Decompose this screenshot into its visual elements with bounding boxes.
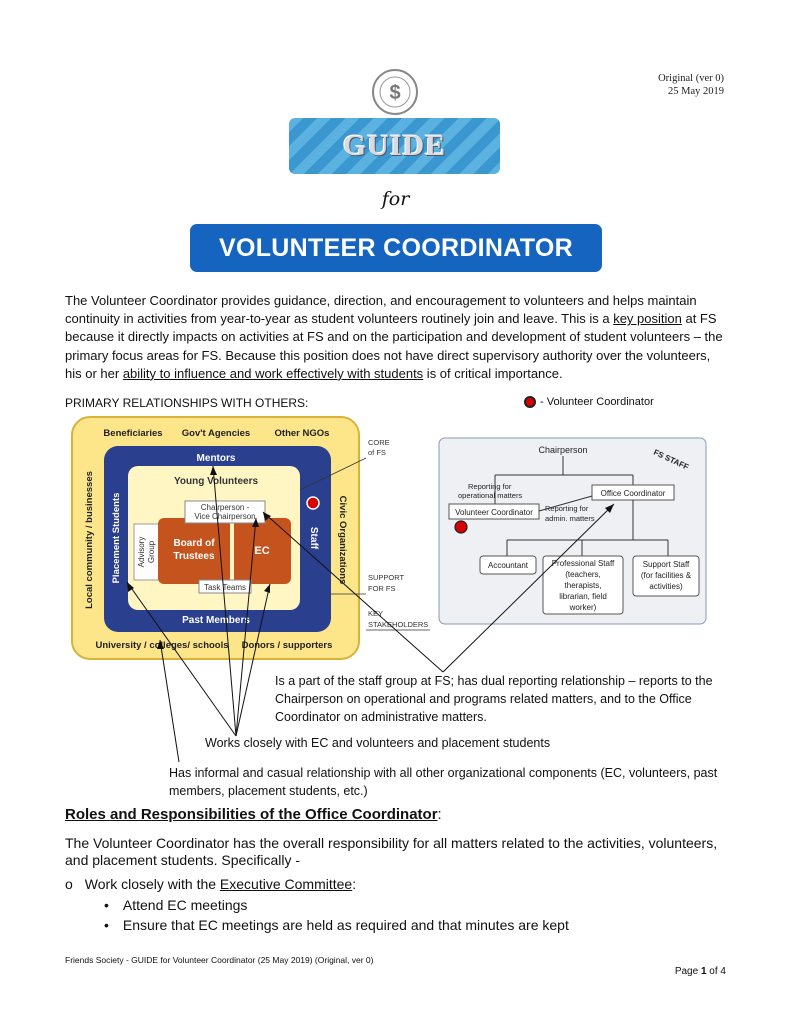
guide-label: GUIDE	[342, 129, 447, 162]
guide-banner: GUIDE	[289, 118, 500, 174]
intro-text-1: The Volunteer Coordinator provides guida…	[65, 293, 697, 327]
chairperson-label: Chairperson -	[201, 503, 250, 512]
sup-2: (for facilities &	[641, 571, 692, 580]
support-label-2: FOR FS	[368, 584, 396, 593]
volunteer-coordinator-marker-icon	[524, 396, 536, 408]
callout-arrowheads	[127, 466, 614, 649]
version-label: Original (ver 0)	[658, 73, 724, 84]
board-label-2: Trustees	[173, 551, 215, 562]
intro-paragraph: The Volunteer Coordinator provides guida…	[65, 292, 727, 383]
advisory-box	[133, 523, 163, 581]
chairperson-box	[184, 500, 266, 524]
task-teams-box	[198, 579, 252, 594]
org-volunteer-coordinator-dot	[306, 496, 320, 510]
outer-top-2: Gov't Agencies	[182, 428, 250, 439]
bullet-text: Ensure that EC meetings are held as requ…	[122, 917, 569, 933]
task-teams-label: Task Teams	[204, 583, 246, 592]
sub-item: o Work closely with the Executive Commit…	[65, 876, 356, 892]
core-label-1: CORE	[368, 438, 390, 447]
board-label-1: Board of	[173, 538, 215, 549]
page-prefix: Page	[674, 966, 701, 977]
legend: - Volunteer Coordinator	[524, 396, 654, 408]
bullet-icon: •	[104, 897, 109, 913]
vice-label: Vice Chairperson	[194, 512, 255, 521]
executive-committee-link: Executive Committee	[219, 876, 353, 892]
roles-paragraph: The Volunteer Coordinator has the overal…	[65, 835, 718, 868]
page-num: 1	[700, 966, 707, 977]
prof-4: librarian, field	[559, 592, 607, 601]
core-label-2: of FS	[368, 448, 386, 457]
bullet-item: • Attend EC meetings	[104, 897, 247, 913]
circle-bullet-icon: o	[65, 876, 73, 892]
past-members-label: Past Members	[182, 615, 250, 626]
staff-label: Staff	[308, 527, 319, 550]
oc-label: Office Coordinator	[601, 489, 666, 498]
support-staff-box	[632, 555, 700, 597]
placement-label: Placement Students	[111, 493, 122, 584]
staff-chairperson-label: Chairperson	[538, 445, 587, 455]
sup-3: activities)	[649, 582, 683, 591]
young-volunteers-label: Young Volunteers	[174, 476, 259, 487]
callout-arrows	[126, 465, 615, 763]
title-banner: VOLUNTEER COORDINATOR	[190, 224, 602, 272]
key-label-1: KEY	[368, 609, 383, 618]
reporting-admin-2: admin. matters	[545, 514, 595, 523]
support-label-1: SUPPORT	[368, 573, 405, 582]
for-label: for	[381, 188, 410, 210]
sup-1: Support Staff	[643, 560, 690, 569]
ability-text: ability to influence and work effectivel…	[122, 365, 424, 381]
page-title: VOLUNTEER COORDINATOR	[219, 233, 573, 262]
ec-box	[234, 518, 291, 584]
roles-heading-text: Roles and Responsibilities of the Office…	[65, 806, 438, 823]
accountant-label: Accountant	[488, 561, 529, 570]
board-box	[158, 518, 230, 584]
outer-top-1: Beneficiaries	[103, 428, 162, 439]
page-suffix: of 4	[706, 966, 726, 977]
page-number: Page 1 of 4	[675, 966, 726, 977]
bullet-item: • Ensure that EC meetings are held as re…	[104, 917, 569, 933]
intro-text-2: at FS because it directly impacts on act…	[65, 311, 723, 381]
accountant-box	[479, 555, 537, 575]
reporting-ops-2: operational matters	[458, 491, 522, 500]
svg-text:$: $	[389, 82, 400, 104]
prof-5: worker)	[569, 603, 597, 612]
volunteer-coordinator-box	[448, 503, 540, 520]
intro-text-3: is of critical importance.	[423, 365, 563, 381]
sub-item-text: Work closely with the Executive Committe…	[85, 876, 356, 892]
roles-heading: Roles and Responsibilities of the Office…	[65, 806, 442, 823]
staff-volunteer-coordinator-dot	[454, 520, 468, 534]
reporting-ops-1: Reporting for	[468, 482, 512, 491]
callout-staff-group: Is a part of the staff group at FS; has …	[275, 674, 713, 724]
callout-informal: Has informal and casual relationship wit…	[169, 766, 718, 798]
sub-item-prefix: Work closely with the	[84, 876, 220, 892]
outer-bottom-2: Donors / supporters	[242, 640, 333, 651]
professional-staff-box	[542, 555, 624, 615]
friends-society-seal-logo: $	[372, 69, 418, 115]
outer-left: Local community / businesses	[84, 471, 95, 609]
key-label-2: STAKEHOLDERS	[368, 620, 428, 629]
prof-3: therapists,	[565, 581, 602, 590]
advisory-label: Advisory	[137, 537, 146, 568]
ec-label: EC	[254, 545, 269, 557]
outer-top-3: Other NGOs	[275, 428, 330, 439]
sub-item-suffix: :	[352, 876, 357, 892]
footer-text: Friends Society - GUIDE for Volunteer Co…	[65, 955, 374, 965]
relationships-heading: PRIMARY RELATIONSHIPS WITH OTHERS:	[65, 396, 309, 410]
prof-2: (teachers,	[565, 570, 601, 579]
roles-heading-colon: :	[437, 806, 442, 823]
vc-label: Volunteer Coordinator	[455, 508, 533, 517]
bullet-icon: •	[104, 917, 109, 933]
prof-1: Professional Staff	[552, 559, 615, 568]
mentors-label: Mentors	[197, 453, 236, 464]
version-date: 25 May 2019	[668, 86, 724, 97]
legend-label: - Volunteer Coordinator	[540, 396, 654, 408]
group-label: Group	[147, 540, 156, 563]
version-info: Original (ver 0) 25 May 2019	[658, 72, 724, 98]
reporting-admin-1: Reporting for	[545, 504, 589, 513]
bullet-text: Attend EC meetings	[122, 897, 248, 913]
key-position-text: key position	[613, 311, 682, 327]
outer-right: Civic Organizations	[337, 496, 348, 585]
callout-works-closely: Works closely with EC and volunteers and…	[205, 736, 551, 750]
